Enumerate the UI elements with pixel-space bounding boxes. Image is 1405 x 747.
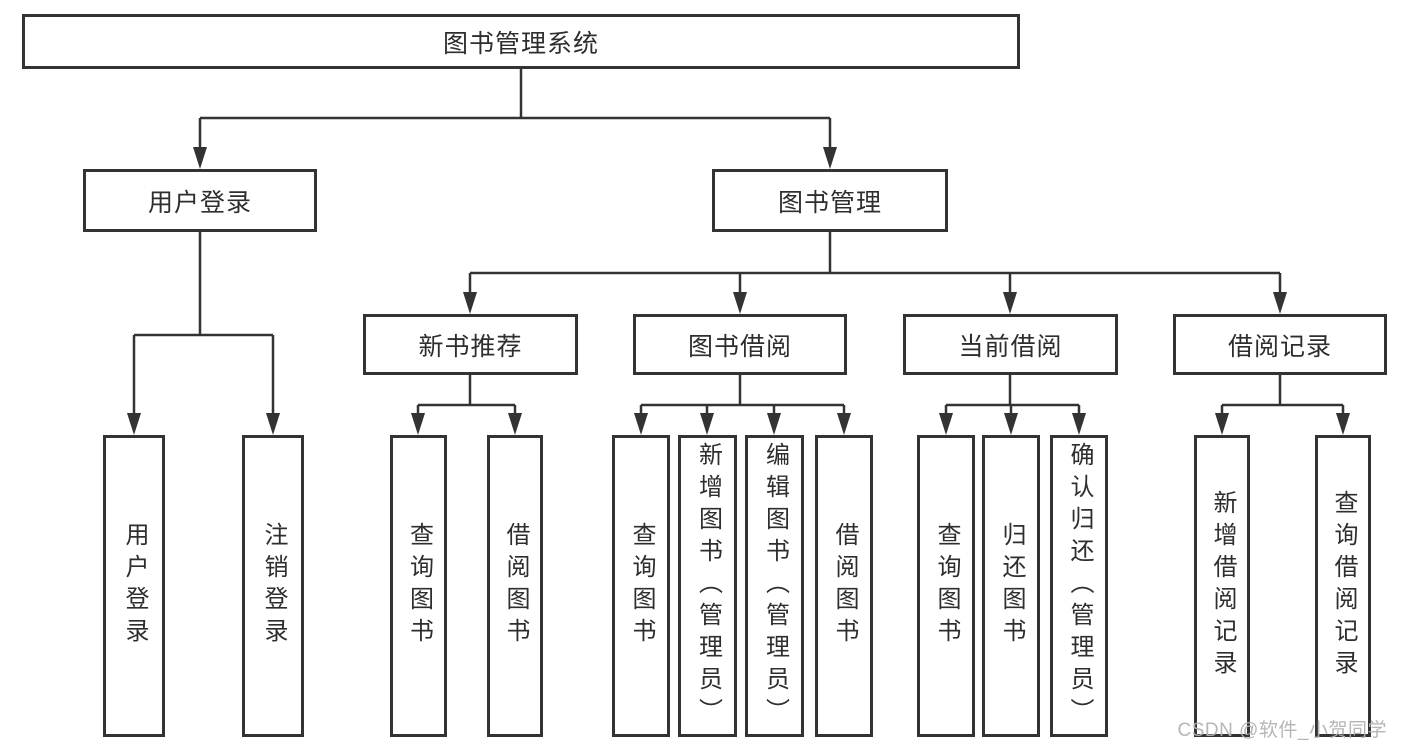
node-book-borrowing: 图书借阅	[633, 314, 847, 375]
leaf-return-books: 归还图书	[982, 435, 1040, 737]
leaf-add-borrow-record: 新增借阅记录	[1194, 435, 1250, 737]
leaf-borrow-books-recommend: 借阅图书	[487, 435, 543, 737]
leaf-query-borrow-record: 查询借阅记录	[1315, 435, 1371, 737]
node-label: 查询借阅记录	[1330, 490, 1357, 682]
node-label: 查询图书	[628, 522, 655, 650]
leaf-confirm-return-admin: 确认归还（管理员）	[1050, 435, 1108, 737]
leaf-add-books-admin: 新增图书（管理员）	[678, 435, 737, 737]
node-root-system: 图书管理系统	[22, 14, 1020, 69]
node-current-borrowing: 当前借阅	[903, 314, 1118, 375]
leaf-query-books-recommend: 查询图书	[390, 435, 447, 737]
node-label: 新书推荐	[418, 332, 523, 361]
node-label: 借阅图书	[502, 522, 529, 650]
node-label: 查询图书	[933, 522, 960, 650]
node-new-book-recommend: 新书推荐	[363, 314, 578, 375]
node-label: 借阅图书	[831, 522, 858, 650]
node-label: 当前借阅	[958, 332, 1063, 361]
leaf-user-login: 用户登录	[103, 435, 165, 737]
node-label: 用户登录	[147, 188, 252, 217]
csdn-watermark: CSDN @软件_小贺同学	[1177, 720, 1387, 741]
node-label: 图书管理	[777, 188, 882, 217]
node-label: 新增借阅记录	[1209, 490, 1236, 682]
node-label: 注销登录	[260, 522, 287, 650]
node-user-login: 用户登录	[83, 169, 317, 232]
node-label: 图书借阅	[687, 332, 792, 361]
leaf-logout: 注销登录	[242, 435, 304, 737]
node-borrowing-records: 借阅记录	[1173, 314, 1387, 375]
node-book-management: 图书管理	[712, 169, 948, 232]
node-label: 确认归还（管理员）	[1066, 442, 1093, 730]
leaf-query-books-borrow: 查询图书	[612, 435, 670, 737]
leaf-edit-books-admin: 编辑图书（管理员）	[745, 435, 804, 737]
leaf-borrow-books: 借阅图书	[815, 435, 873, 737]
node-label: 借阅记录	[1227, 332, 1332, 361]
node-label: 归还图书	[998, 522, 1025, 650]
node-label: 用户登录	[121, 522, 148, 650]
node-label: 编辑图书（管理员）	[761, 442, 789, 730]
node-label: 图书管理系统	[442, 29, 599, 58]
node-label: 新增图书（管理员）	[694, 442, 722, 730]
leaf-query-books-current: 查询图书	[917, 435, 975, 737]
node-label: 查询图书	[405, 522, 433, 650]
